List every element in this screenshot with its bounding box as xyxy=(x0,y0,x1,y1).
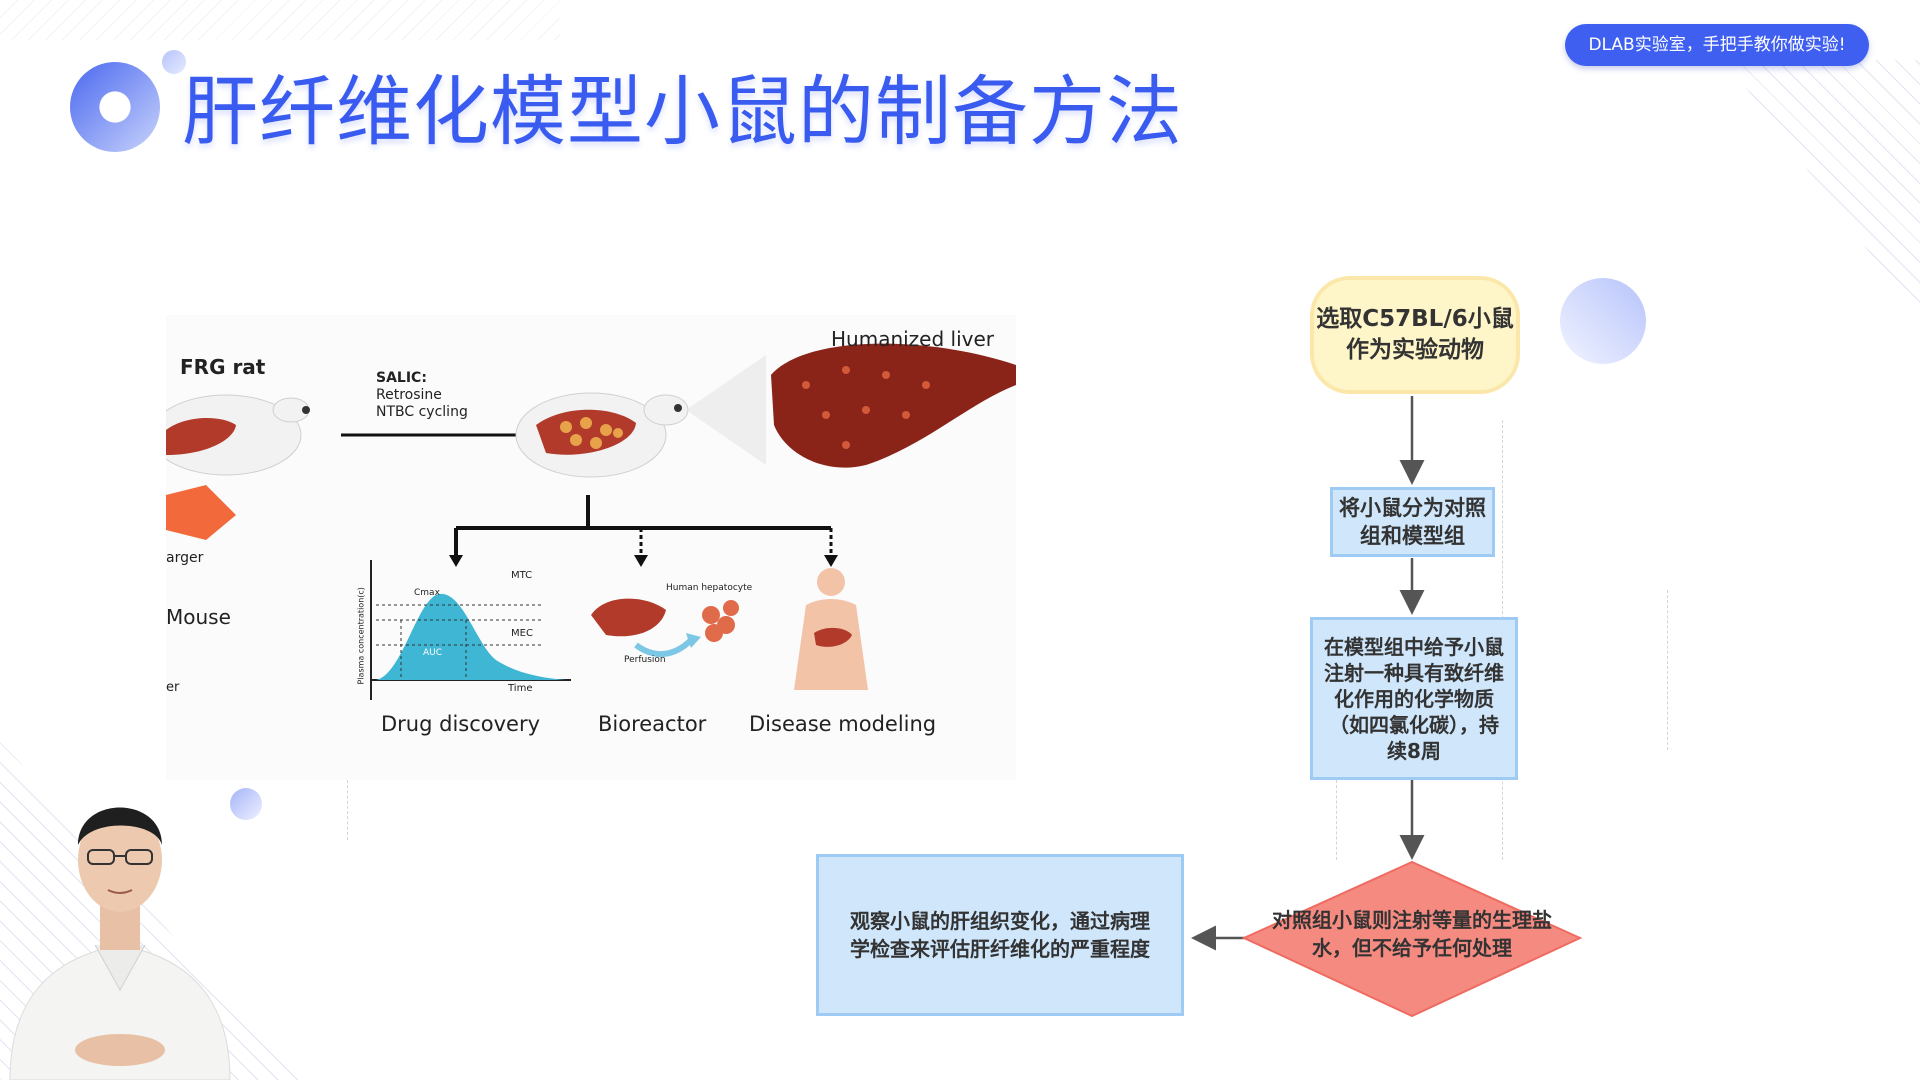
flow-step-inject-model: 在模型组中给予小鼠注射一种具有致纤维化作用的化学物质（如四氯化碳），持续8周 xyxy=(1310,617,1518,780)
humanized-liver-label: Humanized liver xyxy=(831,327,995,351)
humanized-liver-icon xyxy=(771,343,1016,468)
humanized-rat-icon xyxy=(515,355,766,478)
crop-label-mouse: Mouse xyxy=(166,605,231,629)
bioreactor-label-hepatocyte: Human hepatocyte xyxy=(666,583,753,593)
human-body-icon xyxy=(794,568,868,690)
decorative-lines-right xyxy=(1725,60,1920,320)
flow-step-control-saline: 对照组小鼠则注射等量的生理盐水，但不给予任何处理 xyxy=(1272,908,1552,960)
decorative-circle-right xyxy=(1560,278,1646,364)
pk-curve-chart xyxy=(370,560,571,700)
frg-rat-label: FRG rat xyxy=(180,355,266,379)
pk-label-mec: MEC xyxy=(511,628,533,639)
decorative-circle-left xyxy=(230,788,262,820)
decorative-lines-top xyxy=(0,0,560,40)
guide-line xyxy=(1667,590,1668,750)
brand-badge: DLAB实验室，手把手教你做实验! xyxy=(1565,24,1869,66)
humanized-liver-figure: FRG rat SALIC: Retrosine NTBC cycling Hu… xyxy=(166,315,1016,780)
application-drug-discovery: Drug discovery xyxy=(381,712,541,736)
flow-step-observe-liver: 观察小鼠的肝组织变化，通过病理学检查来评估肝纤维化的严重程度 xyxy=(816,854,1184,1016)
crop-label-arger: arger xyxy=(166,550,204,566)
treatment-line-2: Retrosine xyxy=(376,387,442,403)
pk-label-auc: AUC xyxy=(423,648,443,658)
bioreactor-icon xyxy=(591,598,739,658)
decorative-dot xyxy=(162,50,186,74)
flow-step-select-mice: 选取C57BL/6小鼠作为实验动物 xyxy=(1310,276,1520,394)
guide-line xyxy=(1336,780,1337,860)
crop-label-er: er xyxy=(166,680,180,695)
treatment-line-3: NTBC cycling xyxy=(376,404,468,420)
pk-label-cmax: Cmax xyxy=(414,588,440,598)
treatment-line-1: SALIC: xyxy=(376,370,427,386)
bioreactor-label-perfusion: Perfusion xyxy=(624,655,666,665)
title-ring-icon xyxy=(70,62,160,152)
application-bioreactor: Bioreactor xyxy=(598,712,707,736)
page-title: 肝纤维化模型小鼠的制备方法 xyxy=(182,67,1183,156)
pk-label-mtc: MTC xyxy=(511,570,533,581)
guide-line xyxy=(347,780,348,840)
application-disease-modeling: Disease modeling xyxy=(749,712,937,736)
frg-rat-icon xyxy=(166,394,310,540)
flow-step-group-mice: 将小鼠分为对照组和模型组 xyxy=(1330,487,1495,557)
pk-label-time: Time xyxy=(508,683,533,694)
figure-illustration xyxy=(166,343,1016,700)
presenter-avatar xyxy=(9,807,231,1080)
pk-label-yaxis: Plasma concentration(c) xyxy=(356,587,366,685)
